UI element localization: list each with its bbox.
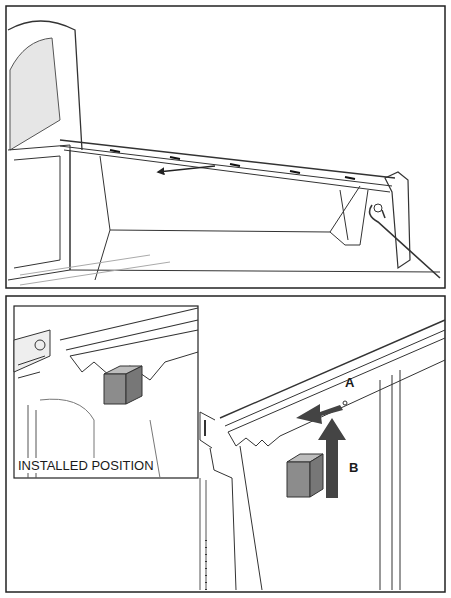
inset-caption: INSTALLED POSITION [17, 458, 155, 473]
bottom-panel [6, 296, 445, 592]
arrow-label: B [348, 460, 359, 475]
top-panel [6, 6, 445, 288]
arrow-label: A [344, 375, 355, 390]
